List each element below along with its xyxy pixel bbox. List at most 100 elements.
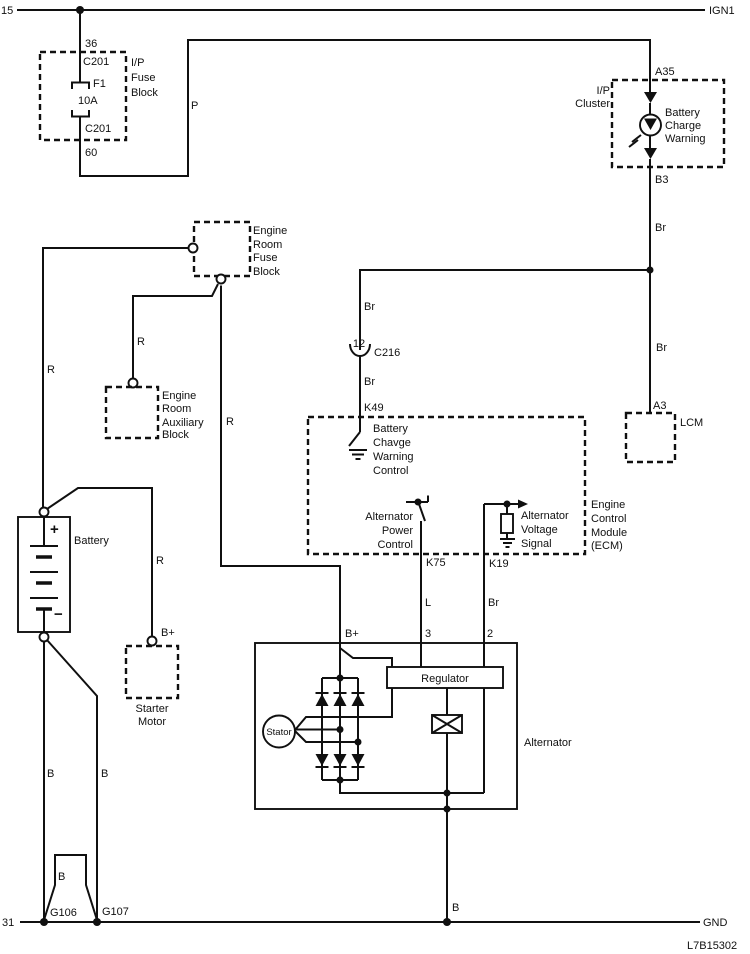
- eraux-name: Room: [162, 403, 191, 415]
- fuse-block-name: Block: [131, 87, 158, 99]
- wire-b-label: B: [101, 768, 108, 780]
- ground-g106-label: G106: [50, 907, 77, 919]
- ecm-function-label: Battery: [373, 423, 408, 435]
- eraux-name: Auxiliary: [162, 417, 204, 429]
- ecm-name: Control: [591, 513, 626, 525]
- wire-k19: K19 Br 2: [483, 504, 509, 667]
- gnd-left-label: 31: [2, 917, 14, 929]
- ecm-pin-k75-label: K75: [426, 557, 446, 569]
- alt-terminal-2-label: 2: [487, 628, 493, 640]
- wire-r-label: R: [226, 416, 234, 428]
- wire-r-label: R: [156, 555, 164, 567]
- fuse-pin-out-label: 60: [85, 147, 97, 159]
- wire-br-label: Br: [364, 376, 375, 388]
- ip-fuse-block: 36 C201 F1 10A C201 60 I/P Fuse Block P: [38, 10, 651, 177]
- battery-plus-label: +: [50, 521, 59, 538]
- rectifier-bridge-icon: [315, 677, 365, 781]
- alternator-voltage-signal-sensor-icon: [484, 499, 528, 548]
- ignition-rail: 15 IGN1: [1, 5, 735, 17]
- lamp-load-icon: [431, 688, 463, 793]
- lcm-module: A3 LCM: [624, 400, 703, 464]
- regulator: Regulator: [386, 666, 504, 689]
- battery: + − Battery: [17, 506, 109, 643]
- eraux-name: Block: [162, 429, 189, 441]
- erfb-name: Engine: [253, 225, 287, 237]
- ecm-function-label: Voltage: [521, 524, 558, 536]
- lcm-name: LCM: [680, 417, 703, 429]
- ecm-name: Engine: [591, 499, 625, 511]
- ground-rail: 31 GND G106 G107: [2, 906, 728, 929]
- ecm-function-label: Control: [373, 465, 408, 477]
- wire-br-right: Br Br: [646, 167, 667, 413]
- lamp-label: Warning: [665, 133, 706, 145]
- erfb-name: Room: [253, 239, 282, 251]
- ecm-pin-k49-label: K49: [364, 402, 384, 414]
- wire-br-label: Br: [364, 301, 375, 313]
- cluster-name: Cluster: [575, 98, 610, 110]
- battery-name: Battery: [74, 535, 109, 547]
- ip-cluster: A35 I/P Cluster Battery Charge Warning B…: [575, 66, 726, 186]
- ground-g107-label: G107: [102, 906, 129, 918]
- lamp-label: Battery: [665, 107, 700, 119]
- lamp-label: Charge: [665, 120, 701, 132]
- cluster-name: I/P: [597, 85, 610, 97]
- alternator-ground-wire: B: [446, 793, 459, 922]
- wire-br-label: Br: [655, 222, 666, 234]
- starter-name: Starter: [135, 703, 168, 715]
- alternator-power-control-switch-icon: [406, 495, 429, 522]
- ecm-name: Module: [591, 527, 627, 539]
- alternator: Alternator B+ Regulator Stator: [254, 628, 572, 813]
- fuse-conn-in-label: C201: [83, 56, 109, 68]
- engine-room-fuse-block: Engine Room Fuse Block R: [42, 220, 287, 508]
- ecm-module: Battery Chavge Warning Control Alternato…: [306, 415, 627, 556]
- ecm-function-label: Control: [378, 539, 413, 551]
- doc-number: L7B15302: [687, 940, 737, 952]
- connector-pin-label: 12: [353, 338, 365, 350]
- ecm-pin-k19-label: K19: [489, 558, 509, 570]
- wire-br-branch: Br 12 C216 Br K49: [349, 269, 650, 432]
- wire-br-label: Br: [488, 597, 499, 609]
- erfb-name: Block: [253, 266, 280, 278]
- battery-minus-label: −: [54, 606, 63, 623]
- wire-p-label: P: [191, 100, 198, 112]
- wire-l-label: L: [425, 597, 431, 609]
- ecm-name: (ECM): [591, 540, 623, 552]
- fuse-block-name: I/P: [131, 57, 144, 69]
- connector-name: C216: [374, 347, 400, 359]
- fuse-rating-label: 10A: [78, 95, 98, 107]
- erfb-name: Fuse: [253, 252, 277, 264]
- wire-r-label: R: [137, 336, 145, 348]
- ecm-function-label: Signal: [521, 538, 552, 550]
- wire-k75: K75 L 3: [420, 521, 446, 667]
- alternator-name: Alternator: [524, 737, 572, 749]
- rail-left-label: 15: [1, 5, 13, 17]
- fuse-block-name: Fuse: [131, 72, 155, 84]
- eraux-name: Engine: [162, 390, 196, 402]
- rail-right-label: IGN1: [709, 5, 735, 17]
- strap-wire-label: B: [58, 871, 65, 883]
- fuse-id-label: F1: [93, 78, 106, 90]
- cluster-pin-in-label: A35: [655, 66, 675, 78]
- engine-room-aux-block: R Engine Room Auxiliary Block: [104, 283, 219, 441]
- alt-terminal-bplus-label: B+: [345, 628, 359, 640]
- ground-strap-icon: B: [43, 854, 98, 921]
- fuse-conn-out-label: C201: [85, 123, 111, 135]
- ecm-function-label: Power: [382, 525, 414, 537]
- fuse-pin-in-label: 36: [85, 38, 97, 50]
- stator-name: Stator: [266, 727, 291, 738]
- starter-terminal-label: B+: [161, 627, 175, 639]
- wire-r-label: R: [47, 364, 55, 376]
- stator-icon: Stator: [262, 688, 393, 784]
- gnd-right-label: GND: [703, 917, 728, 929]
- charge-warning-lamp-icon: [628, 92, 662, 167]
- battery-ground-wires: B B B: [43, 639, 108, 922]
- alt-terminal-3-label: 3: [425, 628, 431, 640]
- ecm-function-label: Alternator: [365, 511, 413, 523]
- ecm-function-label: Chavge: [373, 437, 411, 449]
- regulator-name: Regulator: [421, 673, 469, 685]
- starter-motor: R B+ Starter Motor: [46, 487, 180, 728]
- lcm-pin-label: A3: [653, 400, 666, 412]
- wire-b-label: B: [47, 768, 54, 780]
- wire-r-to-alternator: R: [220, 285, 341, 678]
